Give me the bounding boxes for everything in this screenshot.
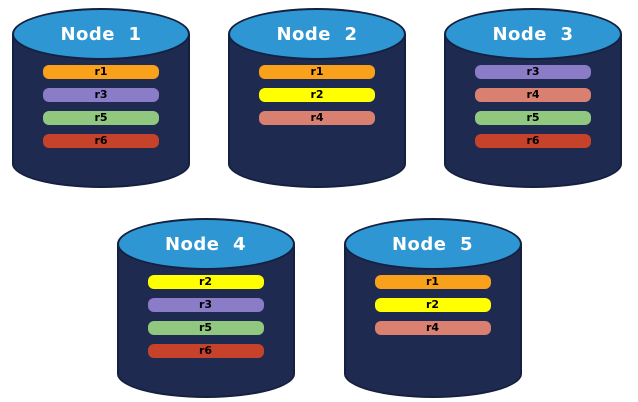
node-row-bottom: Node 4 r2 r3 r5 r6 Node 5 r1 r2 r4 [0, 218, 638, 398]
replica-list: r1 r2 r4 [228, 65, 406, 125]
replica-bar-r4: r4 [374, 321, 491, 335]
replica-label: r5 [94, 111, 108, 124]
replica-list: r1 r2 r4 [344, 275, 522, 335]
replica-bar-r3: r3 [147, 298, 264, 312]
replica-bar-r2: r2 [259, 88, 375, 102]
replica-bar-r4: r4 [475, 88, 591, 102]
cylinder-top: Node 2 [228, 8, 406, 60]
replica-label: r1 [94, 65, 108, 78]
replica-label: r5 [198, 321, 213, 334]
replica-list: r3 r4 r5 r6 [444, 65, 622, 148]
database-node-3: Node 3 r3 r4 r5 r6 [444, 8, 622, 188]
replica-label: r4 [526, 88, 540, 101]
node-title: Node 1 [60, 23, 142, 45]
cylinder-top: Node 1 [12, 8, 190, 60]
replica-bar-r5: r5 [43, 111, 159, 125]
database-node-2: Node 2 r1 r2 r4 [228, 8, 406, 188]
replica-bar-r6: r6 [147, 344, 264, 358]
replica-list: r2 r3 r5 r6 [117, 275, 295, 358]
node-title: Node 4 [164, 233, 247, 255]
replica-label: r6 [198, 344, 213, 357]
replica-label: r4 [425, 321, 440, 334]
cylinder-top: Node 5 [343, 218, 522, 270]
replica-bar-r1: r1 [374, 275, 491, 289]
replica-bar-r1: r1 [259, 65, 375, 79]
replica-label: r2 [425, 298, 440, 311]
replica-bar-r2: r2 [374, 298, 491, 312]
replica-label: r1 [310, 65, 324, 78]
replica-bar-r4: r4 [259, 111, 375, 125]
replica-label: r2 [310, 88, 324, 101]
replica-bar-r6: r6 [43, 134, 159, 148]
database-node-5: Node 5 r1 r2 r4 [343, 218, 522, 398]
replica-label: r3 [198, 298, 213, 311]
cylinder-top: Node 4 [116, 218, 295, 270]
replica-list: r1 r3 r5 r6 [12, 65, 190, 148]
replica-label: r6 [94, 134, 108, 147]
replica-label: r2 [198, 275, 213, 288]
replica-bar-r3: r3 [43, 88, 159, 102]
replica-label: r4 [310, 111, 324, 124]
node-title: Node 3 [492, 23, 574, 45]
replica-bar-r3: r3 [475, 65, 591, 79]
replica-bar-r5: r5 [475, 111, 591, 125]
replica-label: r5 [526, 111, 540, 124]
database-node-1: Node 1 r1 r3 r5 r6 [12, 8, 190, 188]
replica-bar-r6: r6 [475, 134, 591, 148]
replica-bar-r2: r2 [147, 275, 264, 289]
replica-bar-r1: r1 [43, 65, 159, 79]
node-title: Node 5 [391, 233, 474, 255]
replica-label: r3 [526, 65, 540, 78]
cylinder-top: Node 3 [444, 8, 622, 60]
node-title: Node 2 [276, 23, 358, 45]
database-node-4: Node 4 r2 r3 r5 r6 [116, 218, 295, 398]
replica-label: r3 [94, 88, 108, 101]
replica-label: r1 [425, 275, 440, 288]
replica-label: r6 [526, 134, 540, 147]
replica-bar-r5: r5 [147, 321, 264, 335]
